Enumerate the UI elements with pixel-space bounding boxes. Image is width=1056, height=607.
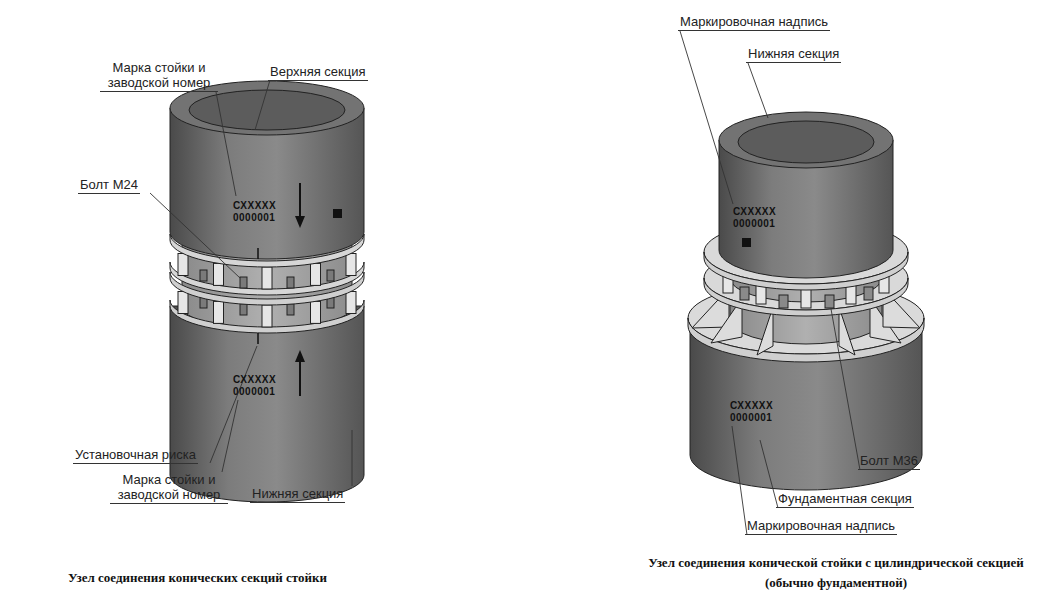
callout-label: Маркировочная надпись — [745, 518, 897, 535]
part-marking: 0000001 — [233, 212, 275, 223]
part-marking: СХХХХХ — [233, 374, 276, 385]
part-marking: 0000001 — [733, 218, 775, 229]
callout-label: Установочная риска — [73, 447, 198, 464]
leader-lines — [150, 31, 860, 535]
figure-caption: Узел соединения конической стойки с цили… — [636, 553, 1036, 593]
callout-label: Марка стойки и заводской номер — [110, 472, 228, 504]
callout-label: Болт М36 — [858, 453, 920, 470]
callout-label: Маркировочная надпись — [678, 14, 830, 31]
right-joint — [688, 112, 924, 490]
part-marking: 0000001 — [730, 412, 772, 423]
part-marking: 0000001 — [233, 386, 275, 397]
part-marking: СХХХХХ — [233, 200, 276, 211]
part-marking: СХХХХХ — [733, 206, 776, 217]
part-marking: СХХХХХ — [730, 400, 773, 411]
callout-label: Нижняя секция — [746, 46, 841, 63]
left-joint — [170, 81, 364, 502]
figure-caption: Узел соединения конических секций стойки — [68, 568, 327, 588]
callout-label: Верхняя секция — [268, 64, 368, 81]
callout-label: Болт М24 — [78, 177, 140, 194]
callout-label: Нижняя секция — [250, 486, 345, 503]
callout-label: Фундаментная секция — [776, 491, 914, 508]
callout-label: Марка стойки и заводской номер — [100, 60, 218, 92]
